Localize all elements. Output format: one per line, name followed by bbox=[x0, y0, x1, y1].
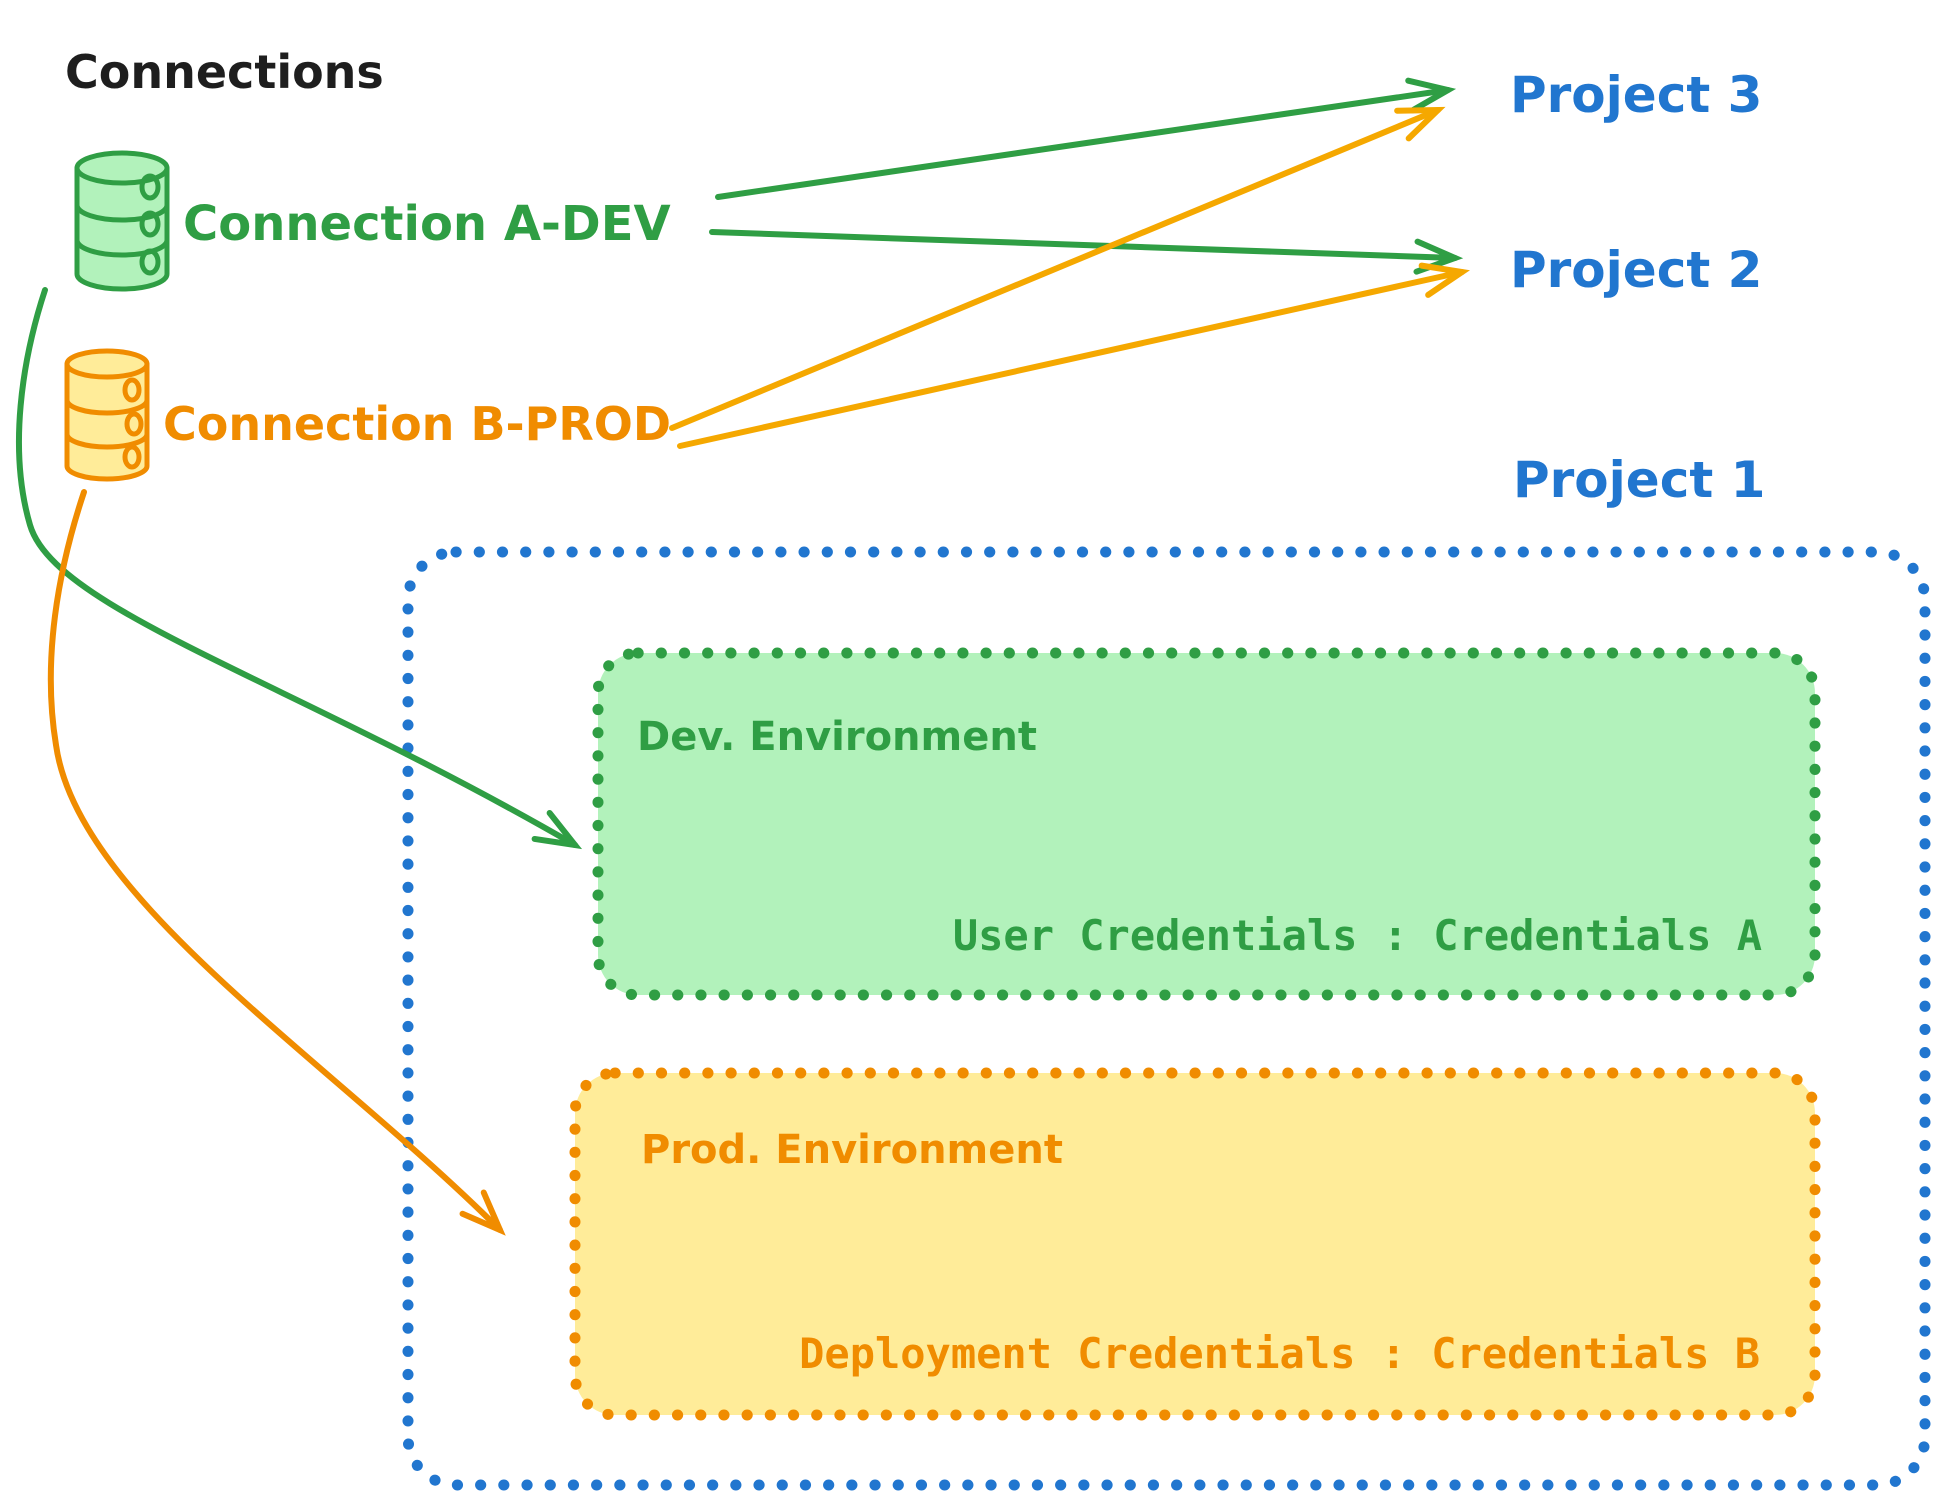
project-3-label: Project 3 bbox=[1510, 66, 1762, 124]
arrow-adev-to-project2 bbox=[709, 229, 1464, 275]
prod-credentials-text: Deployment Credentials : Credentials B bbox=[799, 1329, 1760, 1378]
dev-database-icon bbox=[74, 150, 170, 292]
prod-environment-box bbox=[569, 1067, 1821, 1421]
prod-database-icon bbox=[64, 348, 150, 482]
prod-environment-title: Prod. Environment bbox=[641, 1127, 1063, 1173]
project-1-label: Project 1 bbox=[1513, 451, 1765, 509]
dev-credentials-text: User Credentials : Credentials A bbox=[953, 911, 1762, 960]
connection-b-prod-label: Connection B-PROD bbox=[163, 397, 671, 451]
arrow-adev-to-project3 bbox=[715, 77, 1457, 200]
project-2-label: Project 2 bbox=[1510, 241, 1762, 299]
dev-environment-box bbox=[592, 647, 1821, 1001]
arrow-adev-to-dev-environment bbox=[16, 287, 583, 850]
dev-environment-title: Dev. Environment bbox=[637, 714, 1037, 760]
arrow-bprod-to-project3 bbox=[669, 106, 1446, 431]
connection-a-dev-label: Connection A-DEV bbox=[183, 196, 671, 252]
arrow-bprod-to-project2 bbox=[677, 262, 1470, 449]
arrow-bprod-to-prod-environment bbox=[47, 489, 506, 1236]
connections-title: Connections bbox=[65, 45, 384, 99]
